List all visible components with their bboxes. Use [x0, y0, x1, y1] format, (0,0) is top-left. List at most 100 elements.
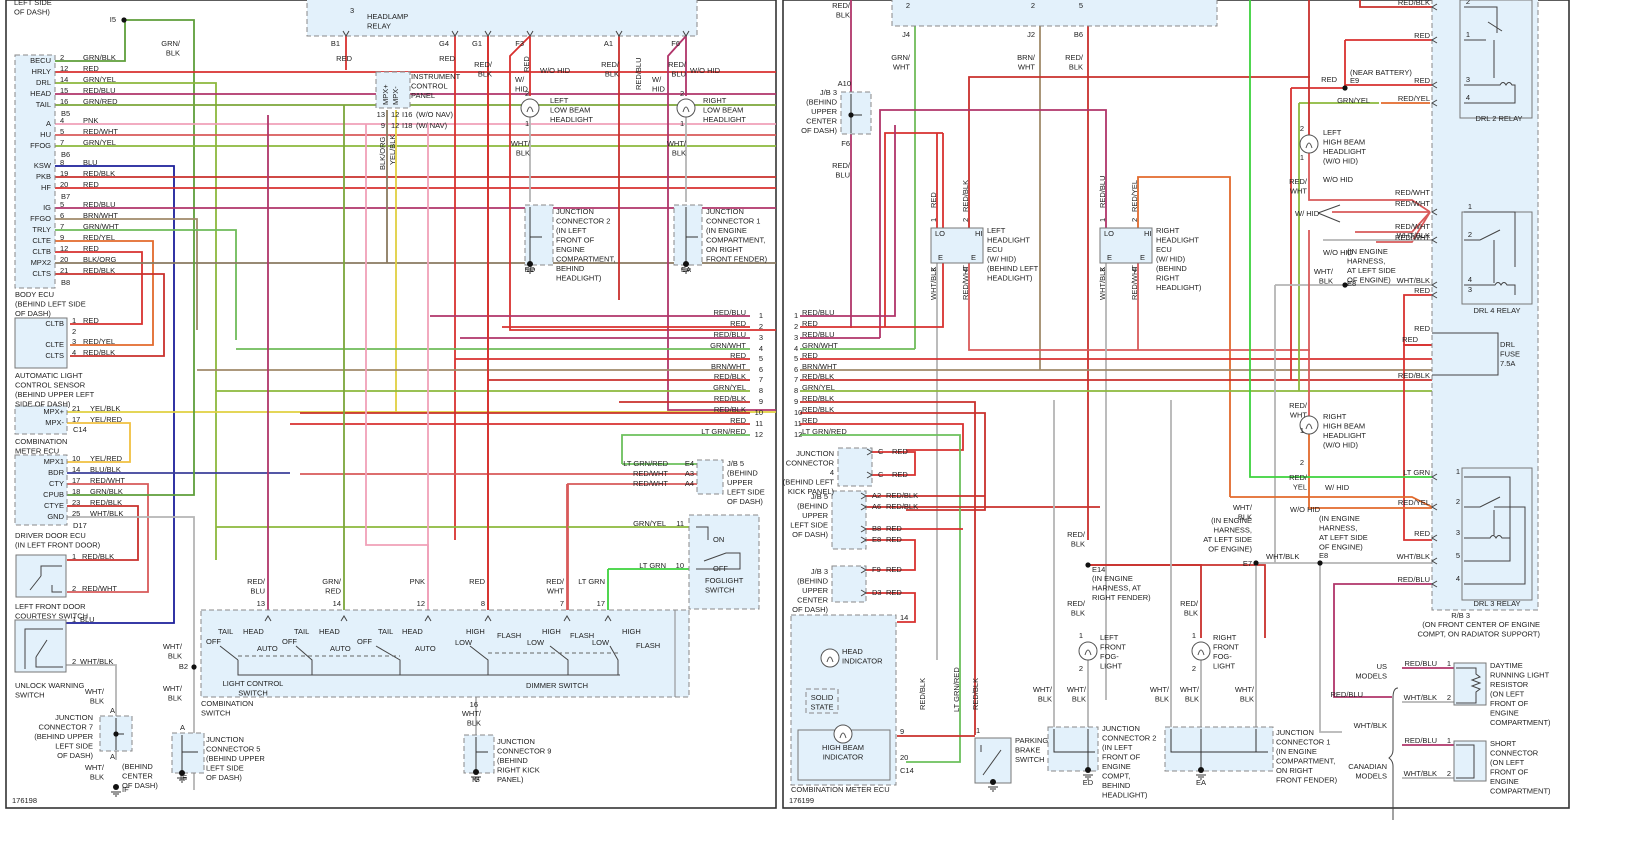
- wire: [1403, 344, 1432, 541]
- wire-label: BLK: [168, 694, 182, 703]
- connector-arrow-icon: [484, 30, 492, 37]
- right-high-beam-title: HIGH BEAM: [1323, 422, 1365, 431]
- relay-pin-number: 2: [1468, 230, 1472, 239]
- bus-row-number: 2: [759, 322, 763, 331]
- ground-EA-right-dot: [1198, 767, 1204, 773]
- pin-label: 1: [1079, 631, 1083, 640]
- hid-pin-HI: HI: [975, 229, 983, 238]
- rb3-title: R/B 3: [1451, 611, 1470, 620]
- jc9-title: RIGHT KICK: [497, 766, 540, 775]
- parking-brake-ground-dot: [990, 779, 996, 785]
- switch-position-off: OFF: [713, 564, 728, 573]
- connector-arrow-icon: [563, 615, 571, 622]
- door-ecu-wire-label: GRN/BLK: [90, 487, 123, 496]
- body-ecu-pin-name: CLTB: [32, 247, 51, 256]
- body-ecu-pin-name: HU: [40, 130, 51, 139]
- jc7-ground-note: OF DASH): [122, 781, 158, 790]
- solid-state-box: [805, 688, 839, 714]
- instrument-control-panel: [375, 71, 411, 109]
- foglight-switch: [688, 514, 760, 610]
- splice-E14: [1085, 562, 1091, 568]
- body-ecu-pin-number: 6: [60, 211, 64, 220]
- relay-wire-label: RED/WHT: [1395, 199, 1430, 208]
- splice-label: E9: [1350, 76, 1359, 85]
- model-brace-icon: [1388, 687, 1399, 820]
- combo-wire-label: GRN/: [322, 577, 342, 586]
- bus-wire-label: GRN/YEL: [802, 383, 835, 392]
- door-ecu-pin-number: 25: [72, 509, 80, 518]
- body-ecu-pin-name: TAIL: [36, 100, 51, 109]
- jb5-right-title: OF DASH): [792, 530, 828, 539]
- bus-wire-label: RED: [802, 416, 818, 425]
- wire-label: RED/BLK: [918, 678, 927, 710]
- parking-brake-title: BRAKE: [1015, 746, 1040, 755]
- right-top-block: [891, 0, 1218, 27]
- connector-arrow-icon: [860, 566, 867, 574]
- bus-wire-label: RED/BLK: [714, 372, 746, 381]
- bus-wire-label: LT GRN/RED: [701, 427, 746, 436]
- junction-connector-1-left: [673, 204, 703, 266]
- jc7-title: JUNCTION: [55, 713, 93, 722]
- wire: [67, 230, 195, 496]
- left-fog-title: LEFT: [1100, 633, 1119, 642]
- splice-note: AT LEFT SIDE: [1347, 266, 1396, 275]
- body-ecu-wire-label: RED: [83, 180, 99, 189]
- combo-wire-label: RED: [325, 587, 341, 596]
- combo-switch-linkage: [238, 652, 618, 657]
- terminal-label: J4: [902, 30, 910, 39]
- body-ecu-pin-number: 4: [60, 116, 64, 125]
- terminal-label: J2: [1027, 30, 1035, 39]
- pin-label: 2: [525, 89, 529, 98]
- jb3-title: UPPER: [811, 107, 837, 116]
- ground-ED-right-dot: [1085, 767, 1091, 773]
- switch-wire-label: BLU: [80, 615, 95, 624]
- bus-wire-label: RED/BLU: [802, 308, 835, 317]
- right-headlight-ecu-title: HEADLIGHT): [1156, 283, 1202, 292]
- switch-position-label: HEAD: [402, 627, 423, 636]
- wire-label: BLU: [835, 171, 850, 180]
- drl-resistor: [1453, 662, 1487, 706]
- right-high-beam-bulb: [1299, 415, 1319, 435]
- connector-arrow-icon: [1431, 208, 1438, 216]
- relay-pin-number: 4: [1456, 574, 1460, 583]
- relay-pin-label: 3: [350, 6, 354, 15]
- pin-label: 3: [929, 268, 938, 272]
- ground-ED-right: [1083, 774, 1093, 780]
- drl3-relay: [1461, 467, 1533, 601]
- left-high-beam-bulb: [1299, 134, 1319, 154]
- high-beam-indicator-label: INDICATOR: [823, 753, 864, 762]
- relay-terminal-label: F3: [515, 39, 524, 48]
- meter-pin-number: 17: [72, 415, 80, 424]
- ground-IF-dot: [113, 784, 119, 790]
- wire-label: RED: [886, 535, 902, 544]
- switch-position-label: HEAD: [243, 627, 264, 636]
- relay-terminal-label: G1: [472, 39, 482, 48]
- connector-arrow-icon: [1431, 580, 1438, 588]
- jb3-terminal: A10: [838, 79, 851, 88]
- relay-terminal-label: F6: [671, 39, 680, 48]
- wire: [55, 229, 237, 340]
- resistor-pin-number: 2: [1447, 693, 1451, 702]
- jc9-bus-icon: [475, 737, 488, 772]
- connector-arrow-icon: [424, 615, 432, 622]
- wire-label: RED: [929, 192, 938, 208]
- body-ecu-wire-label: RED/YEL: [83, 233, 115, 242]
- wire-label: YEL: [1293, 483, 1307, 492]
- relay-pin-number: 4: [1466, 93, 1470, 102]
- high-beam-indicator-bulb: [833, 724, 853, 744]
- bus-row-number: 8: [759, 386, 763, 395]
- meter-title: COMBINATION: [15, 437, 67, 446]
- wire: [1376, 211, 1431, 243]
- top-note: OF DASH): [14, 8, 50, 17]
- wire-label: RED/WHT: [1130, 265, 1139, 300]
- switch-position-label: OFF: [206, 637, 221, 646]
- wire: [55, 82, 217, 560]
- panel-variant-note: (W/O NAV): [416, 110, 453, 119]
- left-low-beam-bulb-filament: [526, 106, 534, 113]
- relay-terminal-label: A1: [604, 39, 613, 48]
- variant-note: W/ HID: [1295, 209, 1320, 218]
- switch-position-label: HEAD: [319, 627, 340, 636]
- meter-pin-number: 14: [900, 613, 908, 622]
- combo-switch-contacts-icon: [219, 645, 620, 676]
- variant-note: W/O HID: [1323, 248, 1354, 257]
